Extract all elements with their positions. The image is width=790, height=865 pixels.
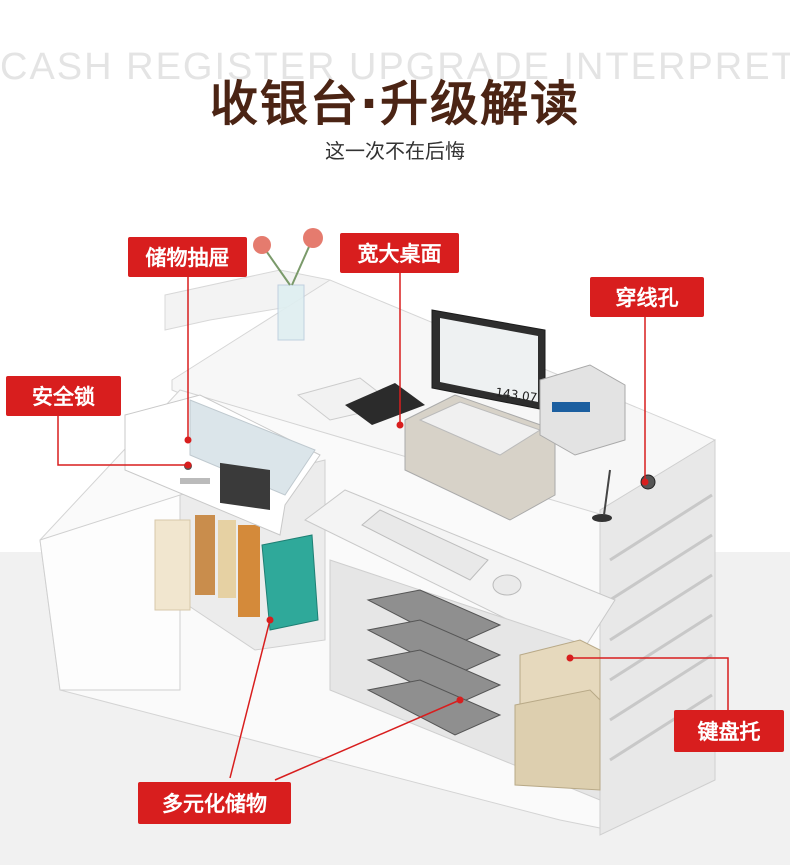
mouse [492,574,522,596]
label-cable-hole: 穿线孔 [590,277,704,317]
leader-line-storage-left [229,619,271,779]
leader-line-lock [57,414,188,466]
page-subtitle: 这一次不在后悔 [325,139,465,163]
file-trays [366,589,502,736]
calculator [220,462,270,510]
keyboard [361,509,489,581]
label-storage-drawer: 储物抽屉 [128,237,247,277]
label-wide-desktop: 宽大桌面 [340,233,459,273]
leader-line-keyboard-tray [570,657,729,710]
notebook [345,383,425,425]
flower-vase [277,284,305,341]
label-multi-storage: 多元化储物 [138,782,291,824]
label-security-lock: 安全锁 [6,376,121,416]
shopping-bag [261,534,319,631]
leader-line-storage-right [274,699,461,781]
background-caption: CASH REGISTER UPGRADE INTERPRETATION [0,46,790,88]
pos-amount: 143.07 [495,385,539,405]
label-keyboard-tray: 键盘托 [674,710,784,752]
page-title: 收银台·升级解读 [209,76,581,132]
folder-item [195,515,215,595]
